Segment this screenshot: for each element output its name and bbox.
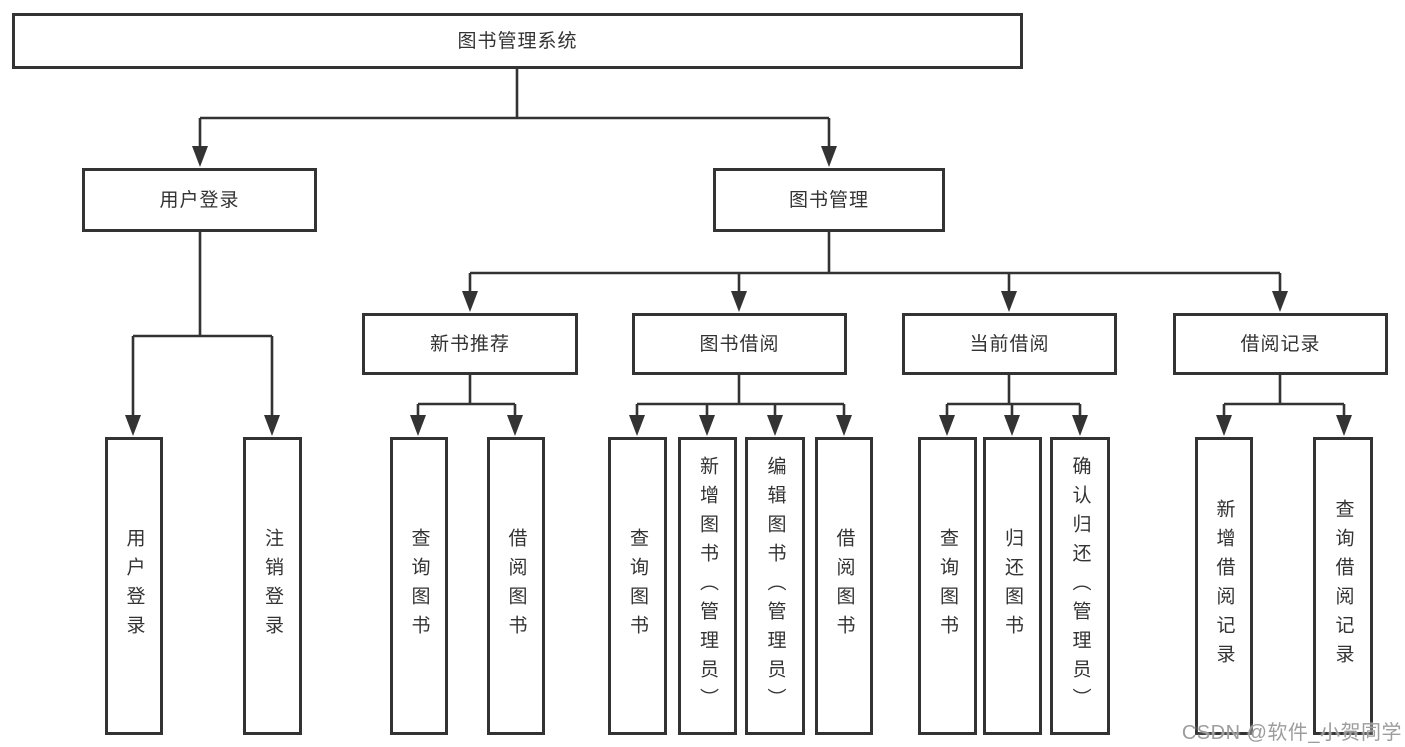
node-label: 借阅图书 <box>833 528 855 644</box>
node-current-borrow: 当前借阅 <box>902 313 1117 375</box>
node-book-borrow: 图书借阅 <box>632 313 847 375</box>
node-label: 借阅记录 <box>1240 333 1321 355</box>
node-label: 图书管理 <box>788 189 869 211</box>
node-label: 查询借阅记录 <box>1332 499 1354 673</box>
leaf-user-login: 用户登录 <box>105 437 163 735</box>
node-library-system: 图书管理系统 <box>12 13 1023 69</box>
leaf-borrow-books-recommend: 借阅图书 <box>487 437 545 735</box>
node-label: 当前借阅 <box>969 333 1050 355</box>
leaf-confirm-return-admin: 确认归还（管理员） <box>1050 437 1110 735</box>
node-label: 归还图书 <box>1002 528 1023 644</box>
leaf-logout: 注销登录 <box>243 437 302 735</box>
node-label: 确认归还（管理员） <box>1069 455 1091 717</box>
node-label: 注销登录 <box>262 528 283 644</box>
node-borrow-records: 借阅记录 <box>1173 313 1388 375</box>
leaf-return-books: 归还图书 <box>983 437 1042 735</box>
node-label: 新增借阅记录 <box>1213 499 1235 673</box>
node-label: 新书推荐 <box>429 333 510 355</box>
node-new-book-recommend: 新书推荐 <box>362 313 578 375</box>
leaf-query-books-borrow: 查询图书 <box>608 437 667 735</box>
leaf-query-books-recommend: 查询图书 <box>390 437 448 735</box>
node-user-login: 用户登录 <box>82 168 317 232</box>
node-book-management: 图书管理 <box>713 168 945 232</box>
leaf-edit-books-admin: 编辑图书（管理员） <box>745 437 805 735</box>
leaf-borrow-books: 借阅图书 <box>815 437 873 735</box>
node-label: 新增图书（管理员） <box>697 455 718 717</box>
node-label: 图书管理系统 <box>457 30 578 52</box>
leaf-query-borrow-record: 查询借阅记录 <box>1313 437 1373 735</box>
node-label: 图书借阅 <box>699 333 780 355</box>
node-label: 查询图书 <box>408 528 430 644</box>
node-label: 编辑图书（管理员） <box>764 455 786 717</box>
node-label: 查询图书 <box>937 528 958 644</box>
watermark: CSDN @软件_小贺同学 <box>1181 722 1402 744</box>
node-label: 查询图书 <box>627 528 648 644</box>
node-label: 用户登录 <box>123 528 145 644</box>
leaf-query-books-current: 查询图书 <box>918 437 977 735</box>
node-label: 借阅图书 <box>505 528 527 644</box>
arrowhead-icons <box>125 146 1352 436</box>
leaf-add-borrow-record: 新增借阅记录 <box>1195 437 1253 735</box>
connector-path <box>131 69 1346 419</box>
leaf-add-books-admin: 新增图书（管理员） <box>678 437 737 735</box>
node-label: 用户登录 <box>159 189 240 211</box>
